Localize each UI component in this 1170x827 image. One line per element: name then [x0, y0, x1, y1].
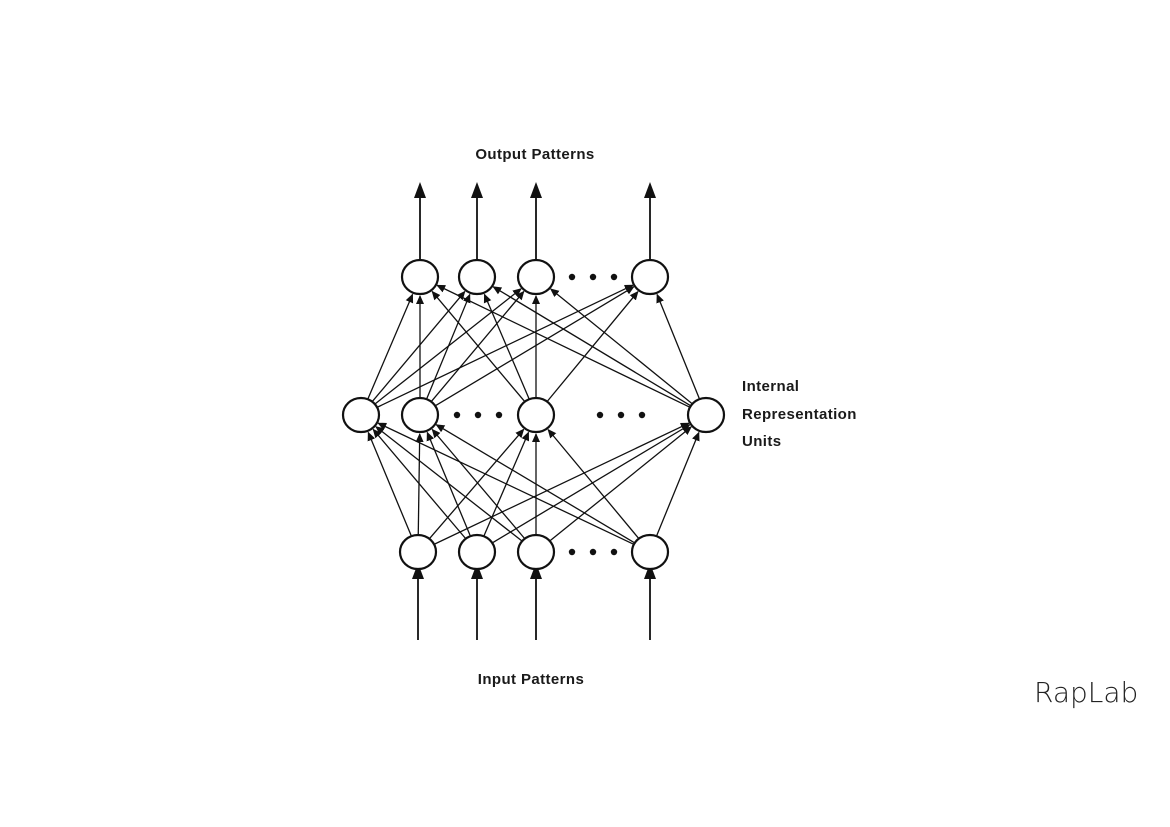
edge-hidden-1-to-output-3 [435, 286, 635, 407]
output-node-3 [630, 258, 670, 296]
input-node-0 [398, 533, 438, 571]
hidden-ellipsis-right-dot-1 [617, 411, 625, 419]
input-ellipsis-dot-2 [610, 548, 618, 556]
input-ellipsis-dot-1 [589, 548, 597, 556]
edge-input-0-to-hidden-0 [367, 431, 412, 536]
edge-input-2-to-hidden-1 [431, 428, 525, 539]
io-arrows [412, 182, 656, 640]
output-ellipsis-dot-0 [568, 273, 576, 281]
output-ellipsis-dot-2 [610, 273, 618, 281]
edge-input-3-to-hidden-1 [435, 424, 635, 544]
edge-hidden-1-to-output-1 [426, 293, 471, 399]
input-patterns-label: Input Patterns [478, 671, 584, 688]
network-nodes [341, 258, 726, 571]
edge-input-0-to-hidden-3 [433, 422, 690, 545]
output-node-0 [400, 258, 440, 296]
output-ellipsis-dot-1 [589, 273, 597, 281]
hidden-ellipsis-left-dot-1 [474, 411, 482, 419]
hidden-ellipsis-left-dot-0 [453, 411, 461, 419]
edge-hidden-3-to-output-2 [549, 288, 693, 405]
hidden-node-3 [686, 396, 726, 434]
hidden-node-0 [341, 396, 381, 434]
edge-input-3-to-hidden-3 [656, 431, 700, 536]
output-patterns-label: Output Patterns [475, 146, 594, 163]
edge-hidden-3-to-output-3 [656, 293, 700, 399]
input-node-1 [457, 533, 497, 571]
edge-input-1-to-hidden-0 [372, 428, 466, 539]
edge-hidden-2-to-output-1 [483, 293, 530, 399]
input-node-3 [630, 533, 670, 571]
hidden-label-line1: Internal [742, 378, 799, 395]
edge-input-2-to-hidden-0 [375, 426, 523, 542]
edge-hidden-2-to-output-0 [431, 290, 525, 402]
output-node-1 [457, 258, 497, 296]
input-ellipsis-dot-0 [568, 548, 576, 556]
input-node-2 [516, 533, 556, 571]
hidden-node-1 [400, 396, 440, 434]
hidden-node-2 [516, 396, 556, 434]
output-node-2 [516, 258, 556, 296]
edge-hidden-3-to-output-0 [436, 284, 691, 408]
edge-input-1-to-hidden-3 [492, 424, 691, 544]
hidden-ellipsis-right-dot-0 [596, 411, 604, 419]
edge-hidden-0-to-output-3 [376, 284, 634, 408]
edge-input-2-to-hidden-3 [549, 426, 692, 542]
edge-hidden-0-to-output-1 [372, 290, 466, 402]
edge-hidden-3-to-output-1 [492, 286, 691, 407]
edge-input-3-to-hidden-2 [547, 428, 639, 539]
hidden-label-line2: Representation [742, 406, 857, 423]
edge-input-0-to-hidden-2 [429, 428, 525, 539]
hidden-ellipsis-left-dot-2 [495, 411, 503, 419]
raplab-watermark: RapLab [1034, 676, 1138, 709]
ellipsis-dots [453, 273, 646, 556]
hidden-ellipsis-right-dot-2 [638, 411, 646, 419]
connection-edges [367, 284, 700, 545]
hidden-label-line3: Units [742, 433, 782, 450]
edge-input-3-to-hidden-0 [377, 422, 635, 545]
edge-hidden-0-to-output-0 [367, 293, 414, 399]
